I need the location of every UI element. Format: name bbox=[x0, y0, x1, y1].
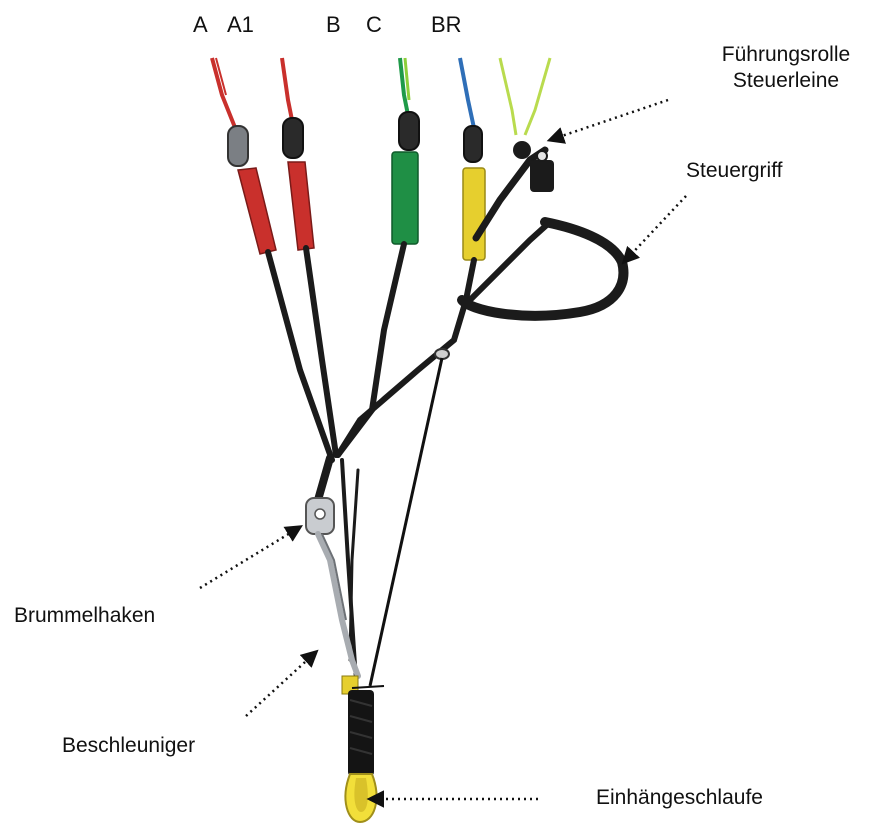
maillon-a1 bbox=[283, 118, 303, 158]
arrow-fuehrungsrolle bbox=[550, 100, 668, 140]
strap-b bbox=[338, 244, 404, 455]
label-steuergriff: Steuergriff bbox=[686, 158, 783, 184]
sleeves bbox=[238, 152, 485, 260]
maillon-br bbox=[464, 126, 482, 162]
riser-lines bbox=[212, 58, 550, 135]
sleeve-a-red bbox=[238, 168, 276, 254]
label-beschleuniger: Beschleuniger bbox=[62, 733, 195, 759]
maillon-a bbox=[228, 126, 248, 166]
sleeve-b-green bbox=[392, 152, 418, 244]
label-fuehrungsrolle: Führungsrolle Steuerleine bbox=[702, 42, 870, 95]
bottom-assembly bbox=[342, 676, 384, 822]
line-steer-2 bbox=[525, 58, 550, 135]
sleeve-a1-red bbox=[288, 162, 314, 250]
riser-label-a: A bbox=[193, 11, 208, 39]
annotation-arrows bbox=[200, 100, 686, 799]
pulley bbox=[513, 141, 531, 159]
label-fuehrungsrolle-line1: Führungsrolle bbox=[702, 42, 870, 68]
line-steer-1 bbox=[500, 58, 516, 135]
steering-handle bbox=[462, 141, 623, 316]
riser-label-a1: A1 bbox=[227, 11, 254, 39]
arrow-steuergriff bbox=[624, 196, 686, 262]
line-a1 bbox=[282, 58, 292, 120]
label-einhaengeschlaufe: Einhängeschlaufe bbox=[596, 785, 763, 811]
arrow-beschleuniger bbox=[246, 652, 316, 716]
handle-loop bbox=[462, 222, 623, 316]
ring bbox=[435, 349, 449, 359]
line-a bbox=[212, 58, 236, 130]
speedbar-line bbox=[370, 358, 442, 686]
sleeve-br-yellow bbox=[463, 168, 485, 260]
handle-clip bbox=[530, 160, 554, 192]
label-brummelhaken: Brummelhaken bbox=[14, 603, 155, 629]
riser-label-br: BR bbox=[431, 11, 462, 39]
strap-br bbox=[338, 260, 474, 455]
maillons bbox=[228, 112, 482, 166]
straps bbox=[268, 244, 474, 680]
riser-label-b: B bbox=[326, 11, 341, 39]
pulley-eye bbox=[537, 151, 547, 161]
arrow-brummelhaken bbox=[200, 527, 300, 588]
maillon-b bbox=[399, 112, 419, 150]
line-br bbox=[460, 58, 474, 128]
label-fuehrungsrolle-line2: Steuerleine bbox=[702, 68, 870, 94]
riser-label-c: C bbox=[366, 11, 382, 39]
